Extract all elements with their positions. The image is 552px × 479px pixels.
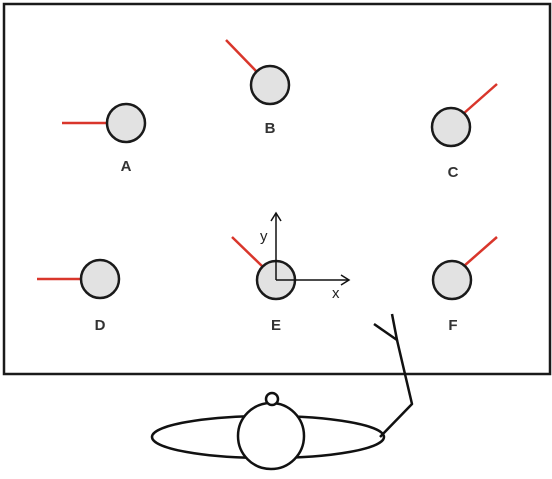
observer-arm (379, 339, 414, 438)
circle-b (249, 64, 291, 106)
stick-e (231, 236, 264, 268)
observer-head (236, 401, 306, 471)
object-c: C (430, 83, 498, 181)
label-f: F (448, 317, 457, 334)
circle-a (105, 102, 147, 144)
label-d: D (95, 317, 106, 334)
object-d: D (37, 258, 121, 334)
object-e: E (231, 236, 297, 334)
label-c: C (448, 164, 459, 181)
coordinate-axes: y x (260, 211, 351, 302)
y-axis-label: y (260, 228, 268, 245)
circle-d (79, 258, 121, 300)
x-axis-arrowhead (340, 274, 351, 286)
observer-figure (150, 313, 414, 471)
object-a: A (62, 102, 147, 175)
stick-f (463, 236, 498, 267)
object-f: F (431, 236, 498, 334)
circle-f (431, 259, 473, 301)
object-b: B (225, 39, 291, 137)
x-axis-label: x (332, 285, 340, 302)
observer-hand (373, 313, 399, 342)
stick-b (225, 39, 258, 73)
y-axis-arrowhead (270, 211, 282, 222)
label-b: B (265, 120, 276, 137)
observer-nose (264, 391, 280, 407)
circle-c (430, 106, 472, 148)
stick-c (462, 83, 498, 115)
frame (2, 2, 552, 376)
label-e: E (271, 317, 281, 334)
label-a: A (121, 158, 132, 175)
